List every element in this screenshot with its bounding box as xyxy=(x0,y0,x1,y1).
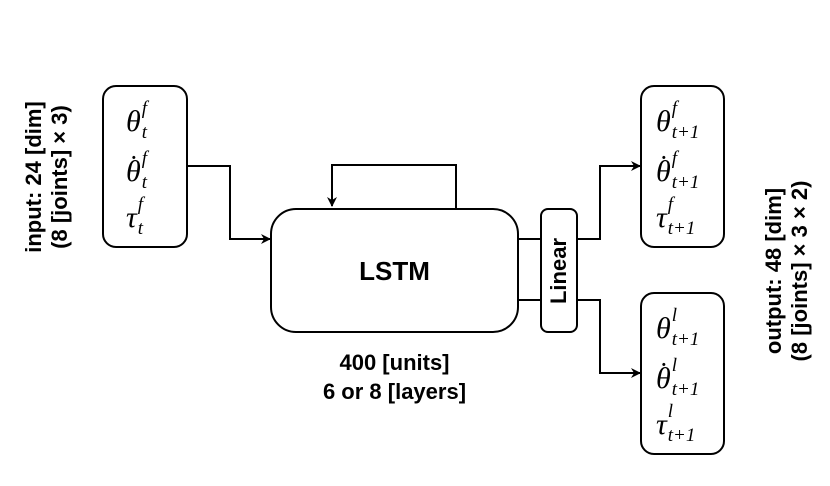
linear-block: Linear xyxy=(540,208,578,333)
linear-label: Linear xyxy=(546,237,571,305)
lstm-layers-text: 6 or 8 [layers] xyxy=(322,379,467,404)
lstm-units-text: 400 [units] xyxy=(339,350,450,375)
input-label-line1: input: 24 [dim] xyxy=(21,101,46,253)
lstm-block: LSTM xyxy=(270,208,519,333)
input-label: input: 24 [dim] (8 [joints] × 3) xyxy=(21,67,75,287)
input-label-line2: (8 [joints] × 3) xyxy=(47,105,72,249)
recurrent-loop-arrow xyxy=(327,164,457,208)
linear-to-output-f-arrow xyxy=(578,161,641,240)
linear-to-output-l-arrow xyxy=(578,299,641,378)
output-label-line2: (8 [joints] × 3 × 2) xyxy=(787,180,812,362)
input-to-lstm-arrow xyxy=(188,165,271,244)
output-label-line1: output: 48 [dim] xyxy=(761,187,786,355)
output-label: output: 48 [dim] (8 [joints] × 3 × 2) xyxy=(761,149,815,393)
lstm-label: LSTM xyxy=(359,256,430,286)
